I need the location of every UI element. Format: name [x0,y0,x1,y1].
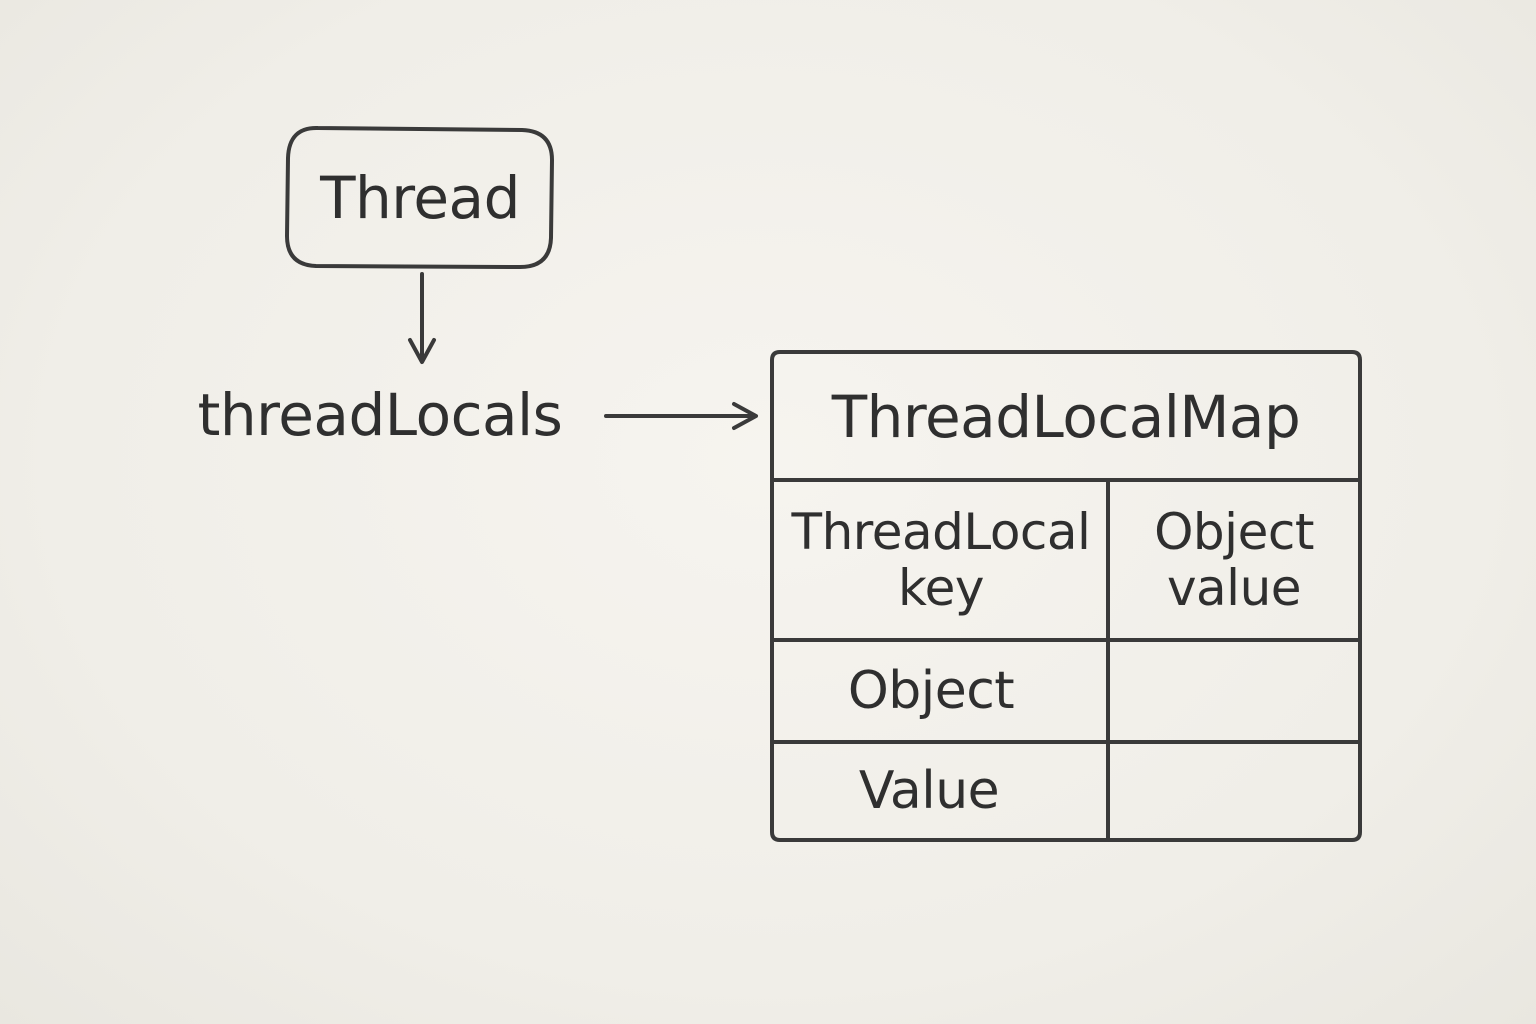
down-arrow-head [408,338,436,364]
table-row-1-key: Object [847,661,1015,721]
map-table-border [770,350,1362,842]
map-table-title: ThreadLocalMap [831,383,1301,451]
header-key-name: key [897,559,985,617]
table-row-1-value [1110,644,1358,738]
header-key-type: ThreadLocal [791,503,1091,561]
header-key-cell: ThreadLocal key [776,484,1106,636]
table-row-2-key: Value [858,761,1000,821]
header-value-cell: Object value [1110,484,1358,636]
right-arrow-head [732,402,758,430]
table-row-2-value [1110,746,1358,836]
thread-locals-label: threadLocals [197,381,563,449]
header-value-name: value [1166,559,1302,617]
thread-label: Thread [320,163,520,232]
header-value-type: Object [1154,503,1314,561]
thread-box-outline [285,125,554,269]
